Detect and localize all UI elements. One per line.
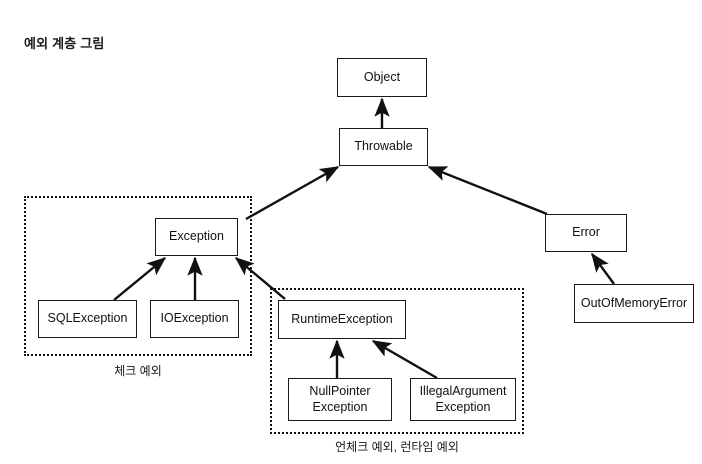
node-label-exception: Exception [169, 229, 224, 244]
node-illegalargumentexception: IllegalArgument Exception [410, 378, 516, 421]
node-label-error: Error [572, 225, 600, 240]
edge-exception-to-throwable [245, 165, 340, 221]
group-label-unchecked: 언체크 예외, 런타임 예외 [335, 440, 459, 454]
node-exception: Exception [155, 218, 238, 256]
node-object: Object [337, 58, 427, 97]
node-ioexception: IOException [150, 300, 239, 338]
node-label-nullpointerexception: NullPointer Exception [309, 383, 371, 414]
node-label-ioexception: IOException [160, 311, 229, 326]
node-runtimeexception: RuntimeException [278, 300, 406, 339]
node-label-throwable: Throwable [354, 139, 413, 154]
node-label-outofmemoryerror: OutOfMemoryError [580, 295, 688, 310]
node-label-illegalargumentexception: IllegalArgument Exception [419, 383, 507, 414]
group-label-checked: 체크 예외 [114, 364, 162, 378]
node-throwable: Throwable [339, 128, 428, 166]
group-box-unchecked [270, 288, 524, 434]
node-label-runtimeexception: RuntimeException [291, 311, 393, 326]
node-error: Error [545, 214, 627, 252]
node-outofmemoryerror: OutOfMemoryError [574, 284, 694, 323]
page-title: 예외 계층 그림 [24, 36, 105, 51]
node-label-object: Object [363, 69, 401, 84]
edge-outofmemoryerror-to-error [591, 252, 615, 285]
edge-error-to-throwable [427, 165, 548, 216]
node-label-sqlexception: SQLException [47, 311, 128, 326]
node-nullpointerexception: NullPointer Exception [288, 378, 392, 421]
node-sqlexception: SQLException [38, 300, 137, 338]
